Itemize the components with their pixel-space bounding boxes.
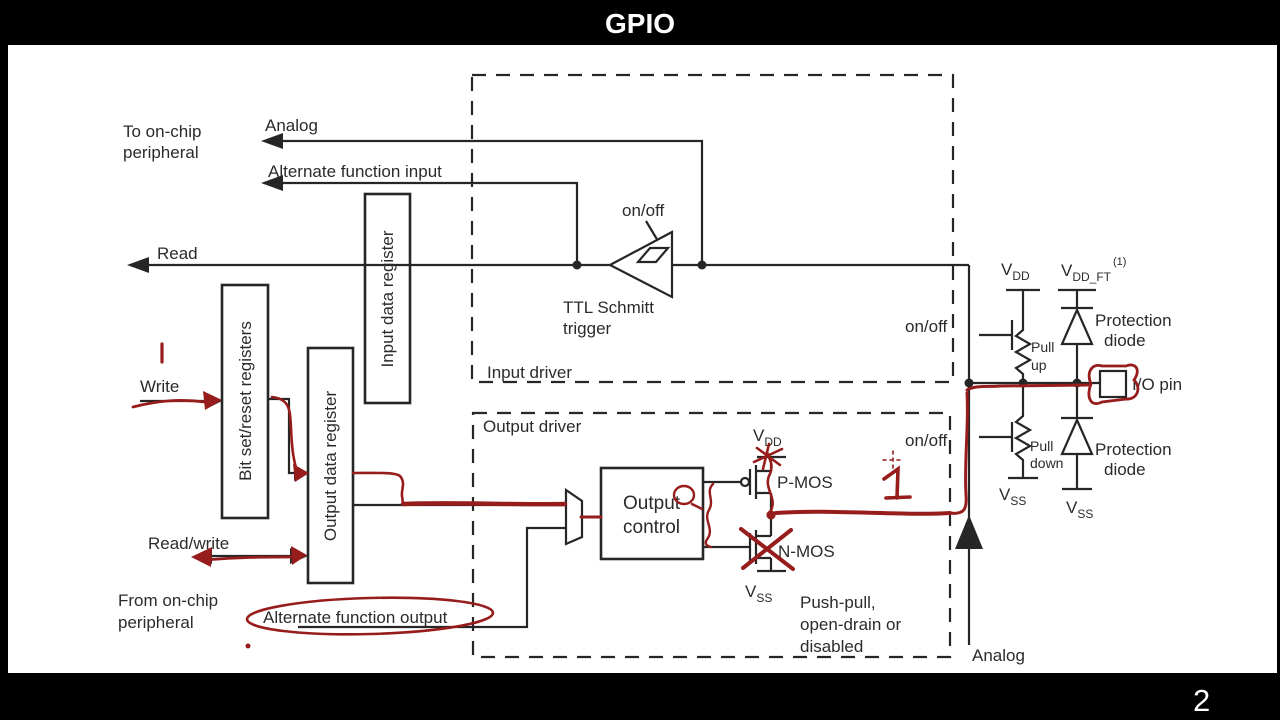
label-to-on-chip-2: peripheral [123, 143, 199, 162]
gate-bracket-annotation [704, 482, 715, 549]
label-read: Read [157, 244, 198, 263]
protection-diode-top [1058, 288, 1096, 383]
node-blob-annotation [766, 510, 776, 520]
dot-annotation [245, 643, 251, 649]
label-output-data-register: Output data register [321, 391, 340, 542]
label-read-write: Read/write [148, 534, 229, 553]
label-alt-func-input: Alternate function input [268, 162, 442, 181]
label-ttl-schmitt-1: TTL Schmitt [563, 298, 654, 317]
label-nmos: N-MOS [778, 542, 835, 561]
bit-set-reset-registers-box [220, 283, 270, 520]
label-input-data-register: Input data register [378, 230, 397, 367]
label-protection-top-2: diode [1104, 331, 1146, 350]
schmitt-trigger [607, 220, 674, 299]
gate-bubble-icon [739, 476, 751, 488]
protection-diode-bottom [1060, 383, 1094, 491]
label-io-pin: I/O pin [1132, 375, 1182, 394]
label-push-pull-1: Push-pull, [800, 593, 876, 612]
label-pmos: P-MOS [777, 473, 833, 492]
page-number: 2 [1193, 683, 1210, 718]
label-protection-bottom-2: diode [1104, 460, 1146, 479]
nmos-transistor [703, 515, 786, 573]
label-push-pull-2: open-drain or [800, 615, 901, 634]
label-protection-bottom-1: Protection [1095, 440, 1172, 459]
mux-icon [564, 487, 584, 546]
label-schmitt-on-off: on/off [622, 201, 665, 220]
slide-canvas [8, 45, 1277, 673]
digit-one-annotation [882, 465, 912, 500]
output-driver-box [471, 411, 952, 659]
input-data-register-box [363, 192, 412, 405]
label-vdd-pullup: VDD [1001, 260, 1030, 283]
label-to-on-chip-1: To on-chip [123, 122, 201, 141]
label-vss-nmos: VSS [745, 582, 772, 605]
page-title: GPIO [605, 8, 675, 39]
circled-p-annotation [672, 484, 696, 506]
pull-up-resistor [979, 288, 1040, 383]
read-write-annotation [202, 555, 296, 562]
input-driver-box [470, 73, 955, 384]
label-push-pull-3: disabled [800, 637, 863, 656]
label-vdd-ft: VDD_FT(1) [1061, 256, 1126, 284]
hysteresis-icon [635, 246, 671, 264]
label-from-on-chip-1: From on-chip [118, 591, 218, 610]
io-pin-circle-annotation [1087, 363, 1140, 405]
nmos-cross-annotation [739, 527, 795, 571]
label-pull-down-on-off: on/off [905, 431, 948, 450]
label-pull-up-2: up [1031, 357, 1047, 373]
label-pull-down-2: down [1030, 455, 1063, 471]
alt-func-output-circle-annotation [245, 596, 495, 636]
bsrr-odr-annotation [270, 395, 299, 473]
output-high-path-annotation [774, 509, 952, 516]
label-bit-set-reset-registers: Bit set/reset registers [236, 321, 255, 481]
label-output-control-2: control [623, 517, 680, 538]
analog-up-arrow-icon [955, 515, 983, 549]
label-protection-top-1: Protection [1095, 311, 1172, 330]
label-output-control-1: Output [623, 493, 681, 514]
label-pull-down-1: Pull [1030, 438, 1053, 454]
label-vss-pulldown: VSS [999, 485, 1026, 508]
output-data-register-box [306, 346, 355, 585]
label-input-driver: Input driver [487, 363, 572, 382]
label-output-driver: Output driver [483, 417, 582, 436]
label-vss-diode: VSS [1066, 498, 1093, 521]
label-analog-out: Analog [972, 646, 1025, 665]
data-path-annotation [400, 501, 568, 507]
vdd-scribble-annotation [752, 442, 784, 471]
label-pull-up-on-off: on/off [905, 317, 948, 336]
label-analog-in: Analog [265, 116, 318, 135]
dashed-cross-annotation [882, 450, 904, 470]
output-control-box [599, 466, 705, 561]
label-pull-up-1: Pull [1031, 339, 1054, 355]
label-alt-func-output: Alternate function output [263, 608, 448, 627]
odr-out-annotation [351, 471, 405, 505]
label-from-on-chip-2: peripheral [118, 613, 194, 632]
pull-down-resistor [979, 383, 1038, 480]
label-write: Write [140, 377, 179, 396]
io-pin-pad [1098, 369, 1128, 399]
label-ttl-schmitt-2: trigger [563, 319, 612, 338]
write-arrow-annotation [131, 399, 207, 409]
red-annotations [131, 342, 1140, 649]
